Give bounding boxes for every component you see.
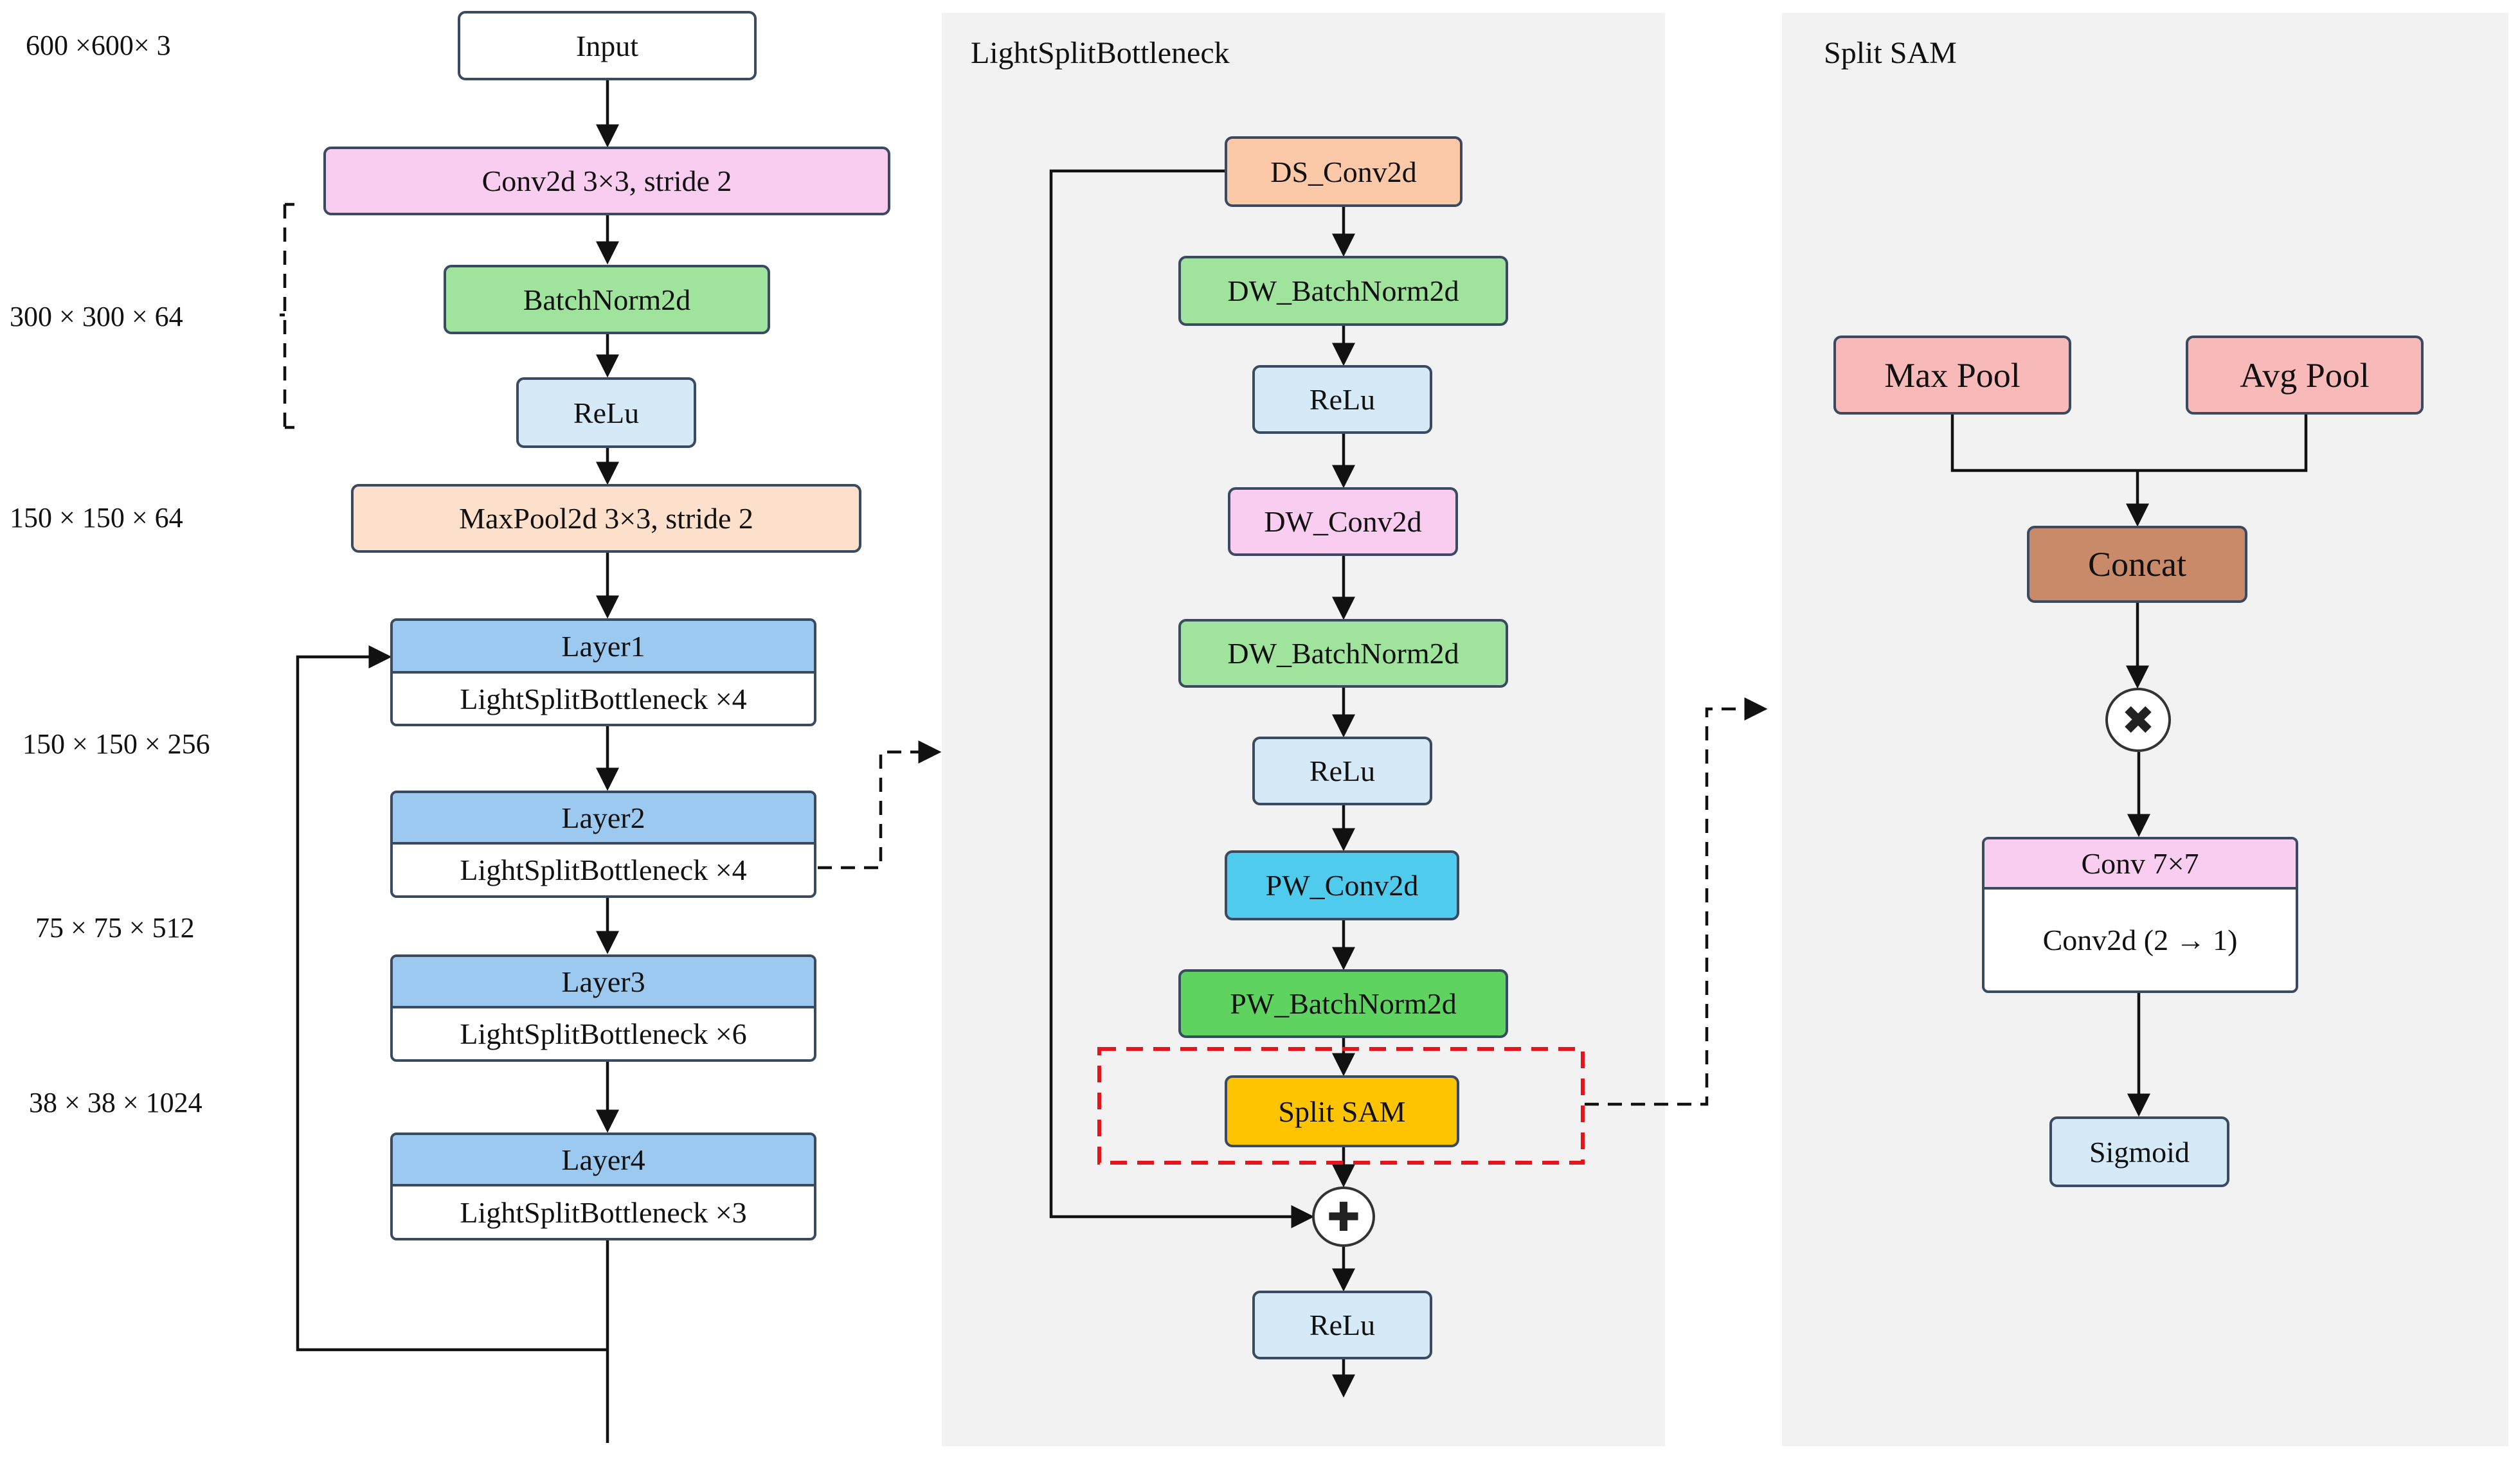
dim-label-layer2: 75 × 75 × 512	[35, 912, 195, 944]
sigmoid-block: Sigmoid	[2049, 1116, 2229, 1187]
relu-block-2: ReLu	[1252, 737, 1432, 805]
relu-block: ReLu	[516, 377, 696, 448]
pw-batchnorm2d-block: PW_BatchNorm2d	[1178, 969, 1508, 1038]
split-sam-block: Split SAM	[1225, 1075, 1459, 1147]
dim-label-maxpool: 150 × 150 × 64	[10, 502, 183, 533]
split-sam-panel-title: Split SAM	[1824, 36, 1957, 70]
dw-batchnorm2d-block-1: DW_BatchNorm2d	[1178, 256, 1508, 326]
layer3-body: LightSplitBottleneck ×6	[460, 1017, 747, 1050]
bottleneck-panel-title: LightSplitBottleneck	[971, 36, 1230, 70]
maxpool2d-block: MaxPool2d 3×3, stride 2	[351, 484, 861, 553]
conv7x7-block: Conv 7×7 Conv2d (2 → 1)	[1982, 837, 2298, 993]
dim-label-input: 600 ×600× 3	[26, 30, 171, 61]
ds-conv2d-block: DS_Conv2d	[1225, 136, 1462, 207]
dim-label-layer3: 38 × 38 × 1024	[29, 1087, 203, 1118]
layer3-title: Layer3	[393, 957, 814, 1008]
concat-block: Concat	[2027, 526, 2247, 603]
add-circle-icon: ✚	[1312, 1186, 1375, 1247]
layer4-body: LightSplitBottleneck ×3	[460, 1195, 747, 1229]
batchnorm2d-block: BatchNorm2d	[444, 265, 770, 334]
input-block: Input	[458, 11, 757, 80]
layer1-title: Layer1	[393, 621, 814, 674]
dim-label-stem: 300 × 300 × 64	[10, 301, 183, 332]
layer1-body: LightSplitBottleneck ×4	[460, 682, 747, 715]
dw-batchnorm2d-block-2: DW_BatchNorm2d	[1178, 619, 1508, 688]
layer3-block: Layer3 LightSplitBottleneck ×6	[390, 954, 816, 1062]
multiply-circle-icon: ✖	[2105, 688, 2171, 752]
pw-conv2d-block: PW_Conv2d	[1225, 850, 1459, 920]
dim-label-layer1: 150 × 150 × 256	[22, 728, 210, 760]
max-pool-block: Max Pool	[1833, 336, 2071, 415]
relu-block-1: ReLu	[1252, 365, 1432, 434]
split-sam-highlight	[1097, 1047, 1585, 1165]
layer1-block: Layer1 LightSplitBottleneck ×4	[390, 618, 816, 726]
conv7x7-title: Conv 7×7	[1985, 839, 2296, 890]
avg-pool-block: Avg Pool	[2186, 336, 2424, 415]
layer2-block: Layer2 LightSplitBottleneck ×4	[390, 791, 816, 898]
conv7x7-body: Conv2d (2 → 1)	[2042, 924, 2238, 956]
layer2-title: Layer2	[393, 793, 814, 845]
layer4-title: Layer4	[393, 1135, 814, 1186]
conv2d-stride2-block: Conv2d 3×3, stride 2	[323, 147, 890, 215]
relu-block-final: ReLu	[1252, 1291, 1432, 1359]
layer2-body: LightSplitBottleneck ×4	[460, 854, 747, 886]
dw-conv2d-block: DW_Conv2d	[1228, 487, 1458, 556]
layer4-block: Layer4 LightSplitBottleneck ×3	[390, 1132, 816, 1240]
